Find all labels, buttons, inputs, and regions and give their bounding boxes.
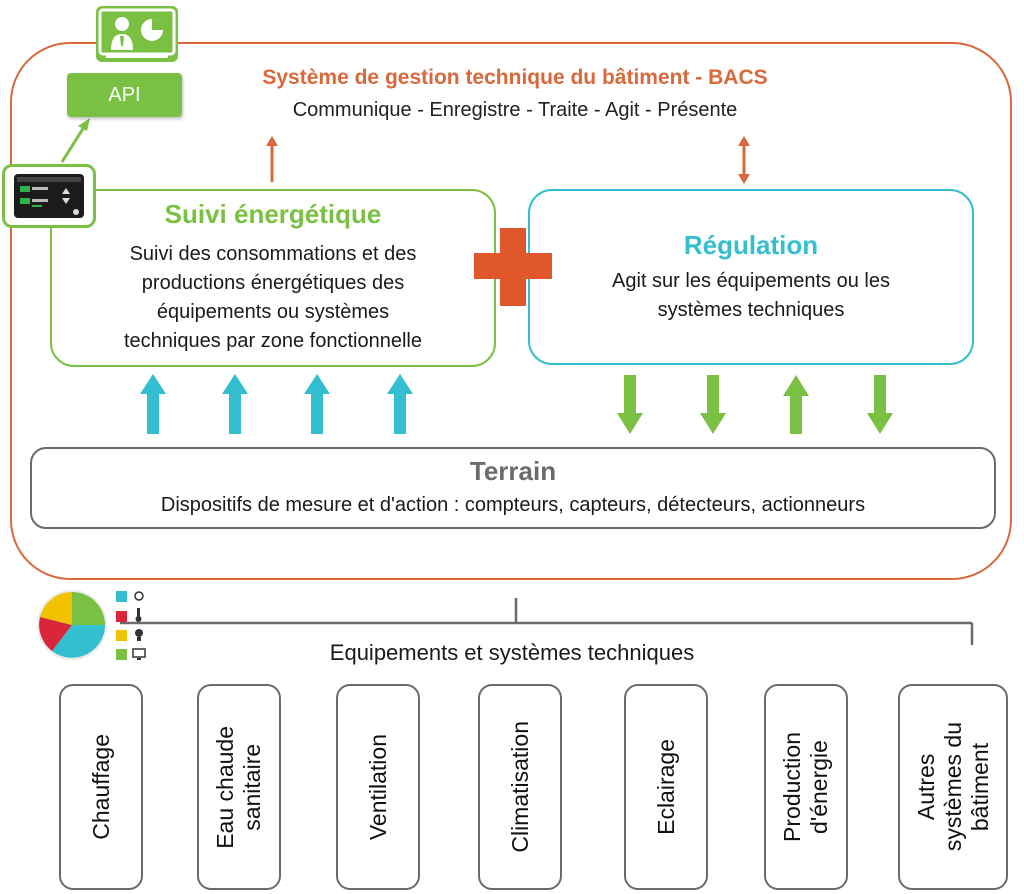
- legend-monitor-icon: [116, 648, 146, 660]
- equipment-label-line: sanitaire: [239, 743, 265, 831]
- cyan-up-arrow-2: [222, 374, 248, 434]
- green-up-arrow-3: [783, 375, 809, 434]
- regulation-line: systèmes techniques: [657, 299, 845, 321]
- cyan-up-arrow-1: [140, 374, 166, 434]
- equipment-label-line: Ventilation: [364, 733, 391, 841]
- equipment-label-line: Climatisation: [506, 721, 533, 853]
- cyan-up-arrow-4: [387, 374, 413, 434]
- plus-icon: [474, 228, 552, 306]
- green-down-arrow-4: [867, 375, 893, 434]
- legend-thermometer-icon: [116, 608, 142, 622]
- bacs-subtitle: Communique - Enregistre - Traite - Agit …: [292, 99, 738, 121]
- regulation-arrowhead-down: [738, 174, 750, 184]
- regulation-line: Agit sur les équipements ou les: [612, 270, 890, 292]
- equipment-label: Eau chaude sanitaire: [212, 726, 266, 849]
- regulation-title: Régulation: [683, 230, 819, 260]
- equipment-label-line: Production: [779, 732, 805, 842]
- equipment-label: Eclairage: [653, 739, 680, 835]
- presentation-icon: [96, 6, 178, 62]
- equipment-label: Ventilation: [365, 734, 392, 840]
- equipment-label-line: Chauffage: [87, 734, 114, 840]
- equipment-label-line: Eclairage: [652, 739, 679, 835]
- equipment-ventilation: Ventilation: [336, 684, 420, 890]
- bacs-title: Système de gestion technique du bâtiment…: [262, 66, 768, 89]
- equipment-eau-chaude: Eau chaude sanitaire: [197, 684, 281, 890]
- suivi-line: Suivi des consommations et des: [129, 243, 417, 265]
- equipment-production-energie: Production d'énergie: [764, 684, 848, 890]
- api-label: API: [108, 83, 141, 106]
- device-to-api-line: [60, 126, 86, 163]
- suivi-description: Suivi des consommations et des productio…: [62, 240, 484, 356]
- device-to-api-arrowhead: [78, 118, 90, 131]
- equipment-label-line: d'énergie: [806, 740, 832, 834]
- suivi-up-arrowhead: [266, 136, 278, 146]
- equipment-label-line: systèmes du: [939, 722, 966, 852]
- equipment-label: Production d'énergie: [779, 732, 833, 842]
- equipments-title: Equipements et systèmes techniques: [329, 640, 695, 665]
- terrain-description: Dispositifs de mesure et d'action : comp…: [160, 494, 866, 516]
- terrain-box: [30, 447, 996, 529]
- suivi-title: Suivi énergétique: [164, 199, 382, 229]
- api-badge[interactable]: API: [67, 73, 182, 117]
- equipment-label-line: Eau chaude: [212, 725, 238, 849]
- regulation-arrowhead-up: [738, 136, 750, 146]
- legend-fan-icon: [116, 591, 144, 602]
- bacs-frame: [10, 42, 1012, 580]
- legend-lightbulb-icon: [116, 629, 143, 641]
- terrain-title: Terrain: [469, 456, 557, 486]
- suivi-line: productions énergétiques des: [141, 272, 405, 294]
- suivi-line: équipements ou systèmes: [156, 301, 390, 323]
- equipment-label-line: bâtiment: [966, 742, 993, 832]
- device-screen: [14, 174, 84, 218]
- suivi-line: techniques par zone fonctionnelle: [124, 330, 422, 352]
- pie-chart-icon: [37, 590, 107, 660]
- equipment-label-line: Autres: [912, 753, 939, 821]
- green-down-arrow-1: [617, 375, 643, 434]
- green-down-arrow-2: [700, 375, 726, 434]
- cyan-up-arrow-3: [304, 374, 330, 434]
- equipment-label: Autres systèmes du bâtiment: [913, 722, 994, 851]
- equipment-eclairage: Eclairage: [624, 684, 708, 890]
- equipment-chauffage: Chauffage: [59, 684, 143, 890]
- equipment-label: Climatisation: [507, 721, 534, 853]
- equipment-label: Chauffage: [88, 734, 115, 840]
- regulation-description: Agit sur les équipements ou les systèmes…: [545, 267, 957, 325]
- equipment-autres-systemes: Autres systèmes du bâtiment: [898, 684, 1008, 890]
- equipment-climatisation: Climatisation: [478, 684, 562, 890]
